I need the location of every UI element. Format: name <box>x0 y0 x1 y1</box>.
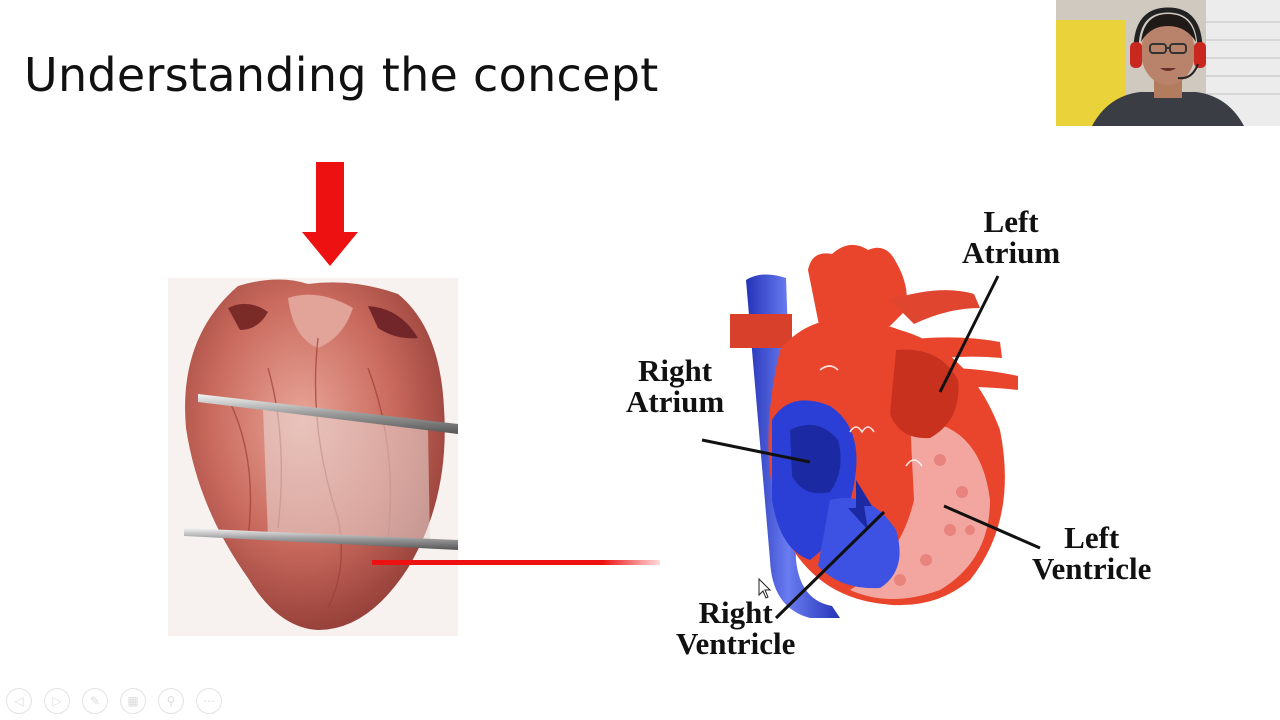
slides-grid-icon[interactable]: ▦ <box>120 688 146 714</box>
dissected-heart-image <box>168 278 458 636</box>
label-left-atrium: Left Atrium <box>962 206 1060 268</box>
mouse-cursor-icon <box>758 578 772 599</box>
heart-anatomy-illustration <box>730 244 1018 618</box>
label-left-ventricle-line1: Left <box>1064 520 1120 555</box>
presenter-webcam <box>1056 0 1280 126</box>
next-slide-icon[interactable]: ▷ <box>44 688 70 714</box>
more-options-icon[interactable]: ⋯ <box>196 688 222 714</box>
label-right-ventricle-line2: Ventricle <box>676 626 796 661</box>
heart-photo <box>168 278 458 636</box>
presenter-video-frame <box>1056 0 1280 126</box>
red-pointer-line <box>372 560 660 565</box>
label-right-ventricle-line1: Right <box>698 595 773 630</box>
pen-tool-icon[interactable]: ✎ <box>82 688 108 714</box>
label-left-atrium-line2: Atrium <box>962 235 1061 270</box>
slideshow-controls: ◁ ▷ ✎ ▦ ⚲ ⋯ <box>6 688 222 714</box>
label-right-atrium: Right Atrium <box>626 355 724 417</box>
label-right-atrium-line1: Right <box>638 353 713 388</box>
label-left-ventricle: Left Ventricle <box>1032 522 1151 584</box>
label-right-atrium-line2: Atrium <box>626 384 725 419</box>
red-down-arrow <box>302 162 358 266</box>
label-left-ventricle-line2: Ventricle <box>1032 551 1152 586</box>
heart-diagram <box>700 230 1040 620</box>
previous-slide-icon[interactable]: ◁ <box>6 688 32 714</box>
label-left-atrium-line1: Left <box>983 204 1039 239</box>
zoom-icon[interactable]: ⚲ <box>158 688 184 714</box>
slide-title: Understanding the concept <box>24 48 659 102</box>
label-right-ventricle: Right Ventricle <box>676 597 795 659</box>
